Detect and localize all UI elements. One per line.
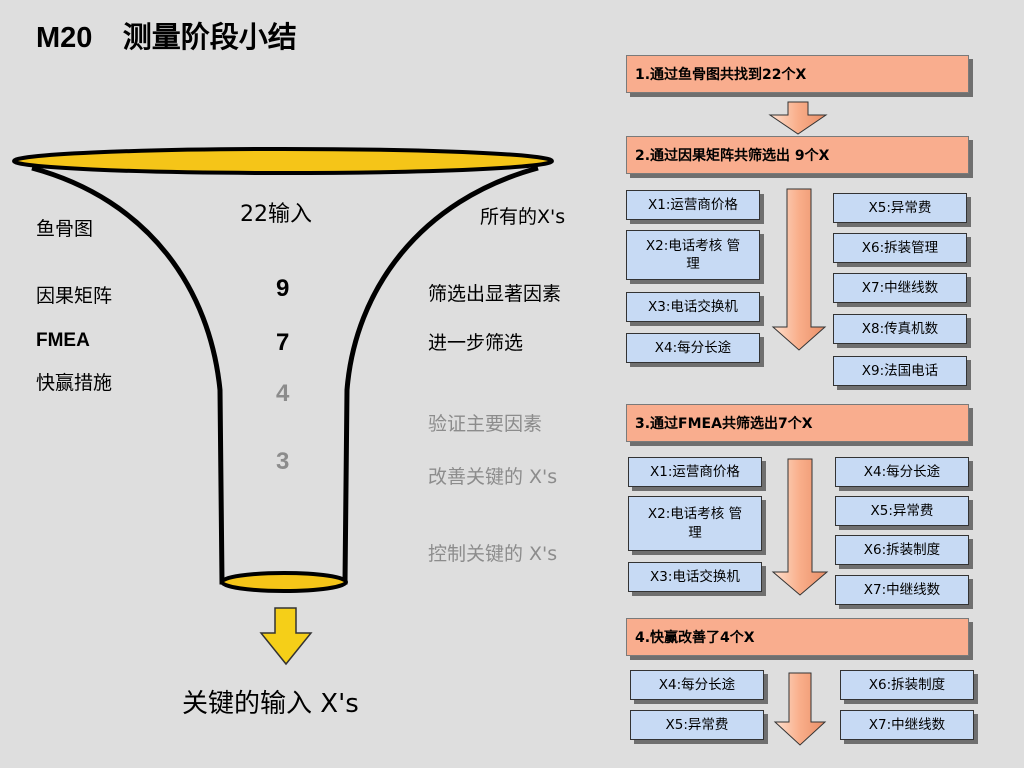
right-label-all-xs: 所有的X's (480, 206, 566, 228)
page-title: M20 测量阶段小结 (36, 20, 297, 54)
step-3-box: 3.通过FMEA共筛选出7个X (626, 404, 969, 442)
left-label-fmea: FMEA (36, 330, 90, 351)
g2-x2-box: X2:电话考核 管理 (626, 230, 760, 280)
g3-x4-box: X4:每分长途 (835, 457, 969, 487)
right-label-screen: 筛选出显著因素 (428, 283, 562, 305)
g3-x1-box: X1:运营商价格 (628, 457, 762, 487)
funnel (12, 147, 554, 666)
funnel-number-7: 7 (276, 329, 290, 356)
step-arrow-1 (768, 101, 828, 135)
g4-x5-box: X5:异常费 (630, 710, 764, 740)
group3-arrow (771, 458, 829, 596)
g2-x3-box: X3:电话交换机 (626, 292, 760, 322)
g4-x6-box: X6:拆装制度 (840, 670, 974, 700)
funnel-top-rim (12, 147, 554, 175)
left-label-quick-win: 快赢措施 (36, 372, 113, 394)
step-1-box: 1.通过鱼骨图共找到22个X (626, 55, 969, 93)
right-label-further: 进一步筛选 (428, 332, 524, 354)
g2-x6-box: X6:拆装管理 (833, 233, 967, 263)
funnel-top-label: 22输入 (240, 202, 312, 227)
step-4-box: 4.快赢改善了4个X (626, 618, 969, 656)
funnel-number-3: 3 (276, 448, 290, 475)
funnel-output-arrow (259, 607, 313, 666)
group2-arrow (771, 188, 827, 351)
funnel-number-9: 9 (276, 275, 290, 302)
g3-x6-box: X6:拆装制度 (835, 535, 969, 565)
funnel-bottom-rim (220, 571, 348, 593)
g3-x3-box: X3:电话交换机 (628, 562, 762, 592)
step-2-box: 2.通过因果矩阵共筛选出 9个X (626, 136, 969, 174)
g2-x8-box: X8:传真机数 (833, 314, 967, 344)
right-label-control: 控制关键的 X's (428, 543, 558, 565)
g4-x7-box: X7:中继线数 (840, 710, 974, 740)
g4-x4-box: X4:每分长途 (630, 670, 764, 700)
left-label-ce-matrix: 因果矩阵 (36, 285, 113, 307)
g2-x9-box: X9:法国电话 (833, 356, 967, 386)
g3-x5-box: X5:异常费 (835, 496, 969, 526)
funnel-bottom-label: 关键的输入 X's (182, 689, 359, 719)
group4-arrow (773, 672, 827, 746)
g3-x2-box: X2:电话考核 管理 (628, 496, 762, 551)
g2-x5-box: X5:异常费 (833, 193, 967, 223)
g2-x1-box: X1:运营商价格 (626, 190, 760, 220)
left-label-fishbone: 鱼骨图 (36, 218, 94, 240)
right-label-verify: 验证主要因素 (428, 413, 543, 435)
right-label-improve: 改善关键的 X's (428, 466, 558, 488)
g2-x4-box: X4:每分长途 (626, 333, 760, 363)
g3-x7-box: X7:中继线数 (835, 575, 969, 605)
funnel-number-4: 4 (276, 380, 290, 407)
g2-x7-box: X7:中继线数 (833, 273, 967, 303)
